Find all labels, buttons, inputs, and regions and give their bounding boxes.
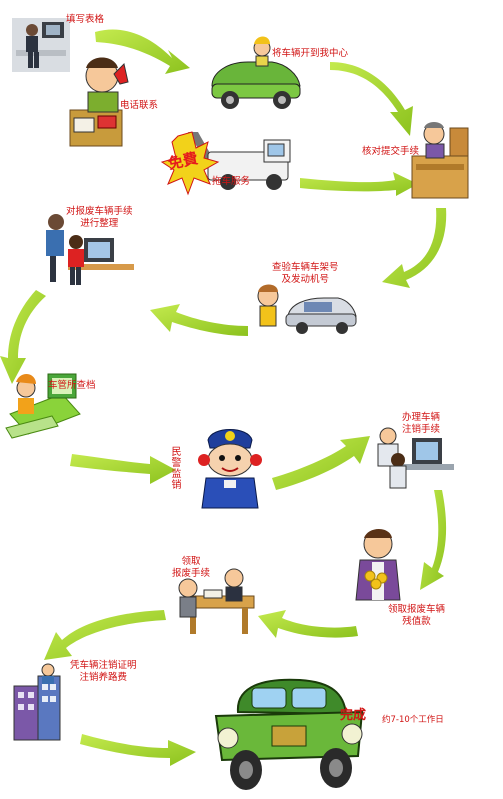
- flow-arrow-9: [420, 490, 447, 590]
- step-label-line: 领取: [181, 556, 201, 567]
- flow-arrow-4: [382, 208, 447, 288]
- flow-arrow-3: [300, 172, 418, 196]
- flow-arrow-8: [272, 436, 370, 490]
- flow-arrow-2: [330, 62, 413, 136]
- step-label-inspect-vehicle: 查验车辆车架号 及发动机号: [272, 262, 339, 286]
- step-label-complete: 完成: [340, 708, 367, 723]
- step-label-cancel-registration: 办理车辆 注销手续: [402, 412, 440, 436]
- flow-arrows: [0, 29, 447, 766]
- step-label-line: 及发动机号: [281, 274, 330, 285]
- step-label-receive-documents: 领取 报废手续: [172, 556, 210, 580]
- office-buildings-icon: [13, 663, 61, 741]
- step-label-receive-payment: 领取报废车辆 残值款: [388, 604, 445, 628]
- step-label-line: 残值款: [402, 616, 431, 627]
- step-label-line: 办理车辆: [402, 412, 441, 423]
- step-label-police-cancel: 民警监销: [169, 446, 180, 490]
- people-at-table-icon: [178, 568, 255, 634]
- flow-arrow-12: [80, 734, 196, 766]
- step-label-line: 注销养路费: [79, 672, 128, 683]
- office-workers-icon: [46, 214, 134, 285]
- flow-arrow-10: [258, 610, 358, 638]
- step-label-drive-to-center: 将车辆开到我中心: [272, 48, 349, 59]
- person-at-computer-icon: [12, 18, 70, 72]
- archive-computer-icon: [5, 373, 81, 439]
- step-label-line: 注销手续: [402, 424, 441, 435]
- step-label-line: 进行整理: [80, 218, 119, 229]
- step-label-line: 领取报废车辆: [388, 604, 446, 615]
- police-officer-icon: [198, 429, 262, 509]
- cartoon-car-icon: [214, 678, 364, 790]
- step-label-line: 凭车辆注销证明: [70, 660, 137, 671]
- step-label-complete-note: 约7-10个工作日: [382, 715, 444, 725]
- step-label-archive-check: 车管所查档: [48, 380, 96, 391]
- inspector-with-car-icon: [257, 284, 357, 334]
- step-label-organize-procedures: 对报废车辆手续 进行整理: [66, 206, 133, 230]
- flow-arrow-5: [150, 304, 248, 336]
- tow-truck-icon: 免費: [160, 131, 291, 196]
- free-badge: 免費: [166, 149, 199, 173]
- flow-arrow-6: [0, 290, 46, 384]
- step-label-line: 查验车辆车架号: [272, 262, 339, 273]
- step-label-towing-service: 拖车服务: [212, 176, 251, 187]
- clerk-at-desk-icon: [411, 122, 469, 199]
- flow-arrow-7: [70, 454, 176, 484]
- step-label-phone-contact: 电话联系: [120, 100, 159, 111]
- step-label-fill-form: 填写表格: [66, 14, 105, 25]
- step-label-certificate-fee: 凭车辆注销证明 注销养路费: [70, 660, 137, 684]
- step-label-line: 报废手续: [172, 568, 211, 579]
- man-with-money-icon: [355, 529, 401, 601]
- flow-arrow-11: [44, 610, 166, 660]
- person-on-phone-icon: [69, 57, 129, 147]
- car-with-driver-icon: [211, 36, 301, 109]
- step-label-verify-documents: 核对提交手续: [362, 146, 420, 157]
- flow-arrow-1: [95, 29, 190, 74]
- step-label-line: 对报废车辆手续: [66, 206, 133, 217]
- staff-at-computers-icon: [377, 427, 454, 489]
